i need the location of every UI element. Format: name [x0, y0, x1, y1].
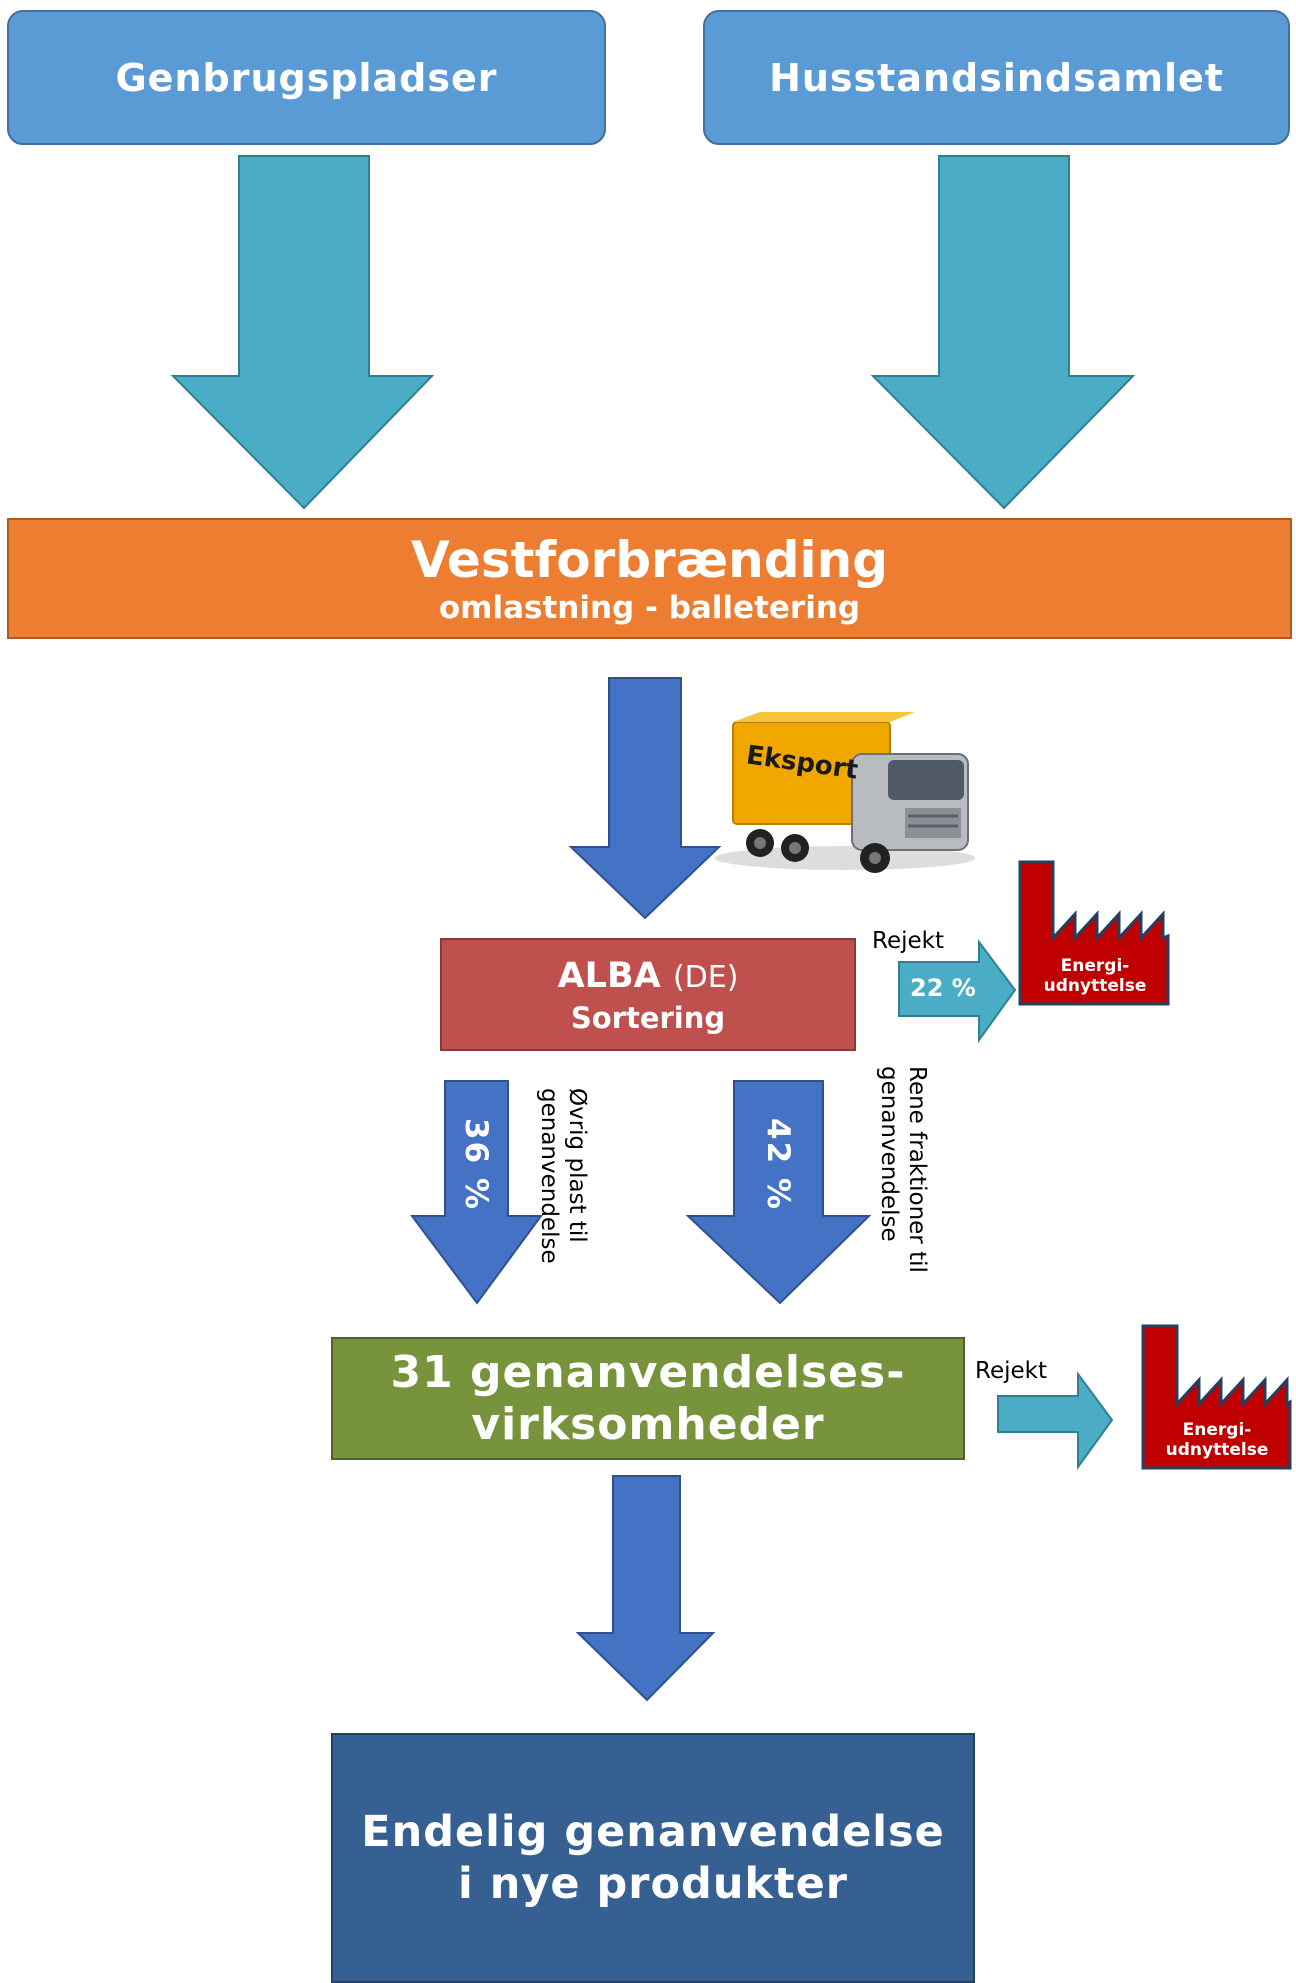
alba-box: ALBA (DE) Sortering: [440, 938, 856, 1051]
alba-title: ALBA (DE): [558, 954, 739, 1000]
reject-1-percent: 22 %: [910, 974, 976, 1002]
endelig-genanvendelse-box: Endelig genanvendelse i nye produkter: [331, 1733, 975, 1983]
alba-subtitle: Sortering: [570, 1000, 726, 1035]
flow-right-text: Rene fraktioner til genanvendelse: [875, 1066, 931, 1273]
vestforbraending-box: Vestforbrænding omlastning - balletering: [7, 518, 1292, 639]
final-line2: i nye produkter: [458, 1859, 848, 1909]
arrow-36-percent: [410, 1080, 543, 1305]
final-line1: Endelig genanvendelse: [361, 1807, 945, 1857]
factory-1-label: Energi- udnyttelse: [1030, 956, 1160, 996]
factory-1-line2: udnyttelse: [1043, 976, 1147, 996]
flow-right-line2: genanvendelse: [876, 1066, 902, 1242]
arrow-genbrug-down: [170, 155, 435, 510]
flow-left-line1: Øvrig plast til: [564, 1088, 590, 1243]
genanvendelses-virksomheder-box: 31 genanvendelses- virksomheder: [331, 1337, 965, 1460]
alba-country: (DE): [672, 959, 739, 995]
genanvendelse-line1: 31 genanvendelses-: [390, 1346, 906, 1398]
flow-right-percent: 42 %: [760, 1118, 796, 1211]
factory-2-line2: udnyttelse: [1165, 1440, 1269, 1460]
vestforbraending-title: Vestforbrænding: [410, 530, 889, 589]
reject-2-label: Rejekt: [975, 1358, 1047, 1384]
source-box-genbrugspladser: Genbrugspladser: [7, 10, 606, 145]
flow-left-text: Øvrig plast til genanvendelse: [535, 1088, 591, 1264]
factory-2-icon: [1141, 1324, 1292, 1470]
factory-2-line1: Energi-: [1182, 1420, 1252, 1440]
arrow-reject-1: [898, 939, 1017, 1044]
source-label-husstandsindsamlet: Husstandsindsamlet: [769, 55, 1224, 100]
alba-name: ALBA: [557, 955, 661, 996]
flow-right-line1: Rene fraktioner til: [904, 1066, 930, 1273]
truck-icon: [715, 712, 975, 873]
arrow-vestfor-to-alba: [568, 677, 722, 920]
factory-1-line1: Energi-: [1060, 956, 1130, 976]
flow-left-percent: 36 %: [458, 1118, 494, 1211]
factory-2-label: Energi- udnyttelse: [1152, 1420, 1282, 1460]
reject-1-label: Rejekt: [872, 928, 944, 954]
arrow-reject-2: [997, 1370, 1114, 1471]
source-label-genbrugspladser: Genbrugspladser: [115, 55, 498, 100]
factory-1-icon: [1018, 860, 1170, 1006]
genanvendelse-line2: virksomheder: [471, 1398, 825, 1450]
vestforbraending-subtitle: omlastning - balletering: [438, 589, 861, 626]
arrow-genanv-to-final: [575, 1475, 716, 1702]
arrow-42-percent: [685, 1080, 872, 1305]
flow-left-line2: genanvendelse: [536, 1088, 562, 1264]
arrow-husstand-down: [870, 155, 1136, 510]
source-box-husstandsindsamlet: Husstandsindsamlet: [703, 10, 1290, 145]
